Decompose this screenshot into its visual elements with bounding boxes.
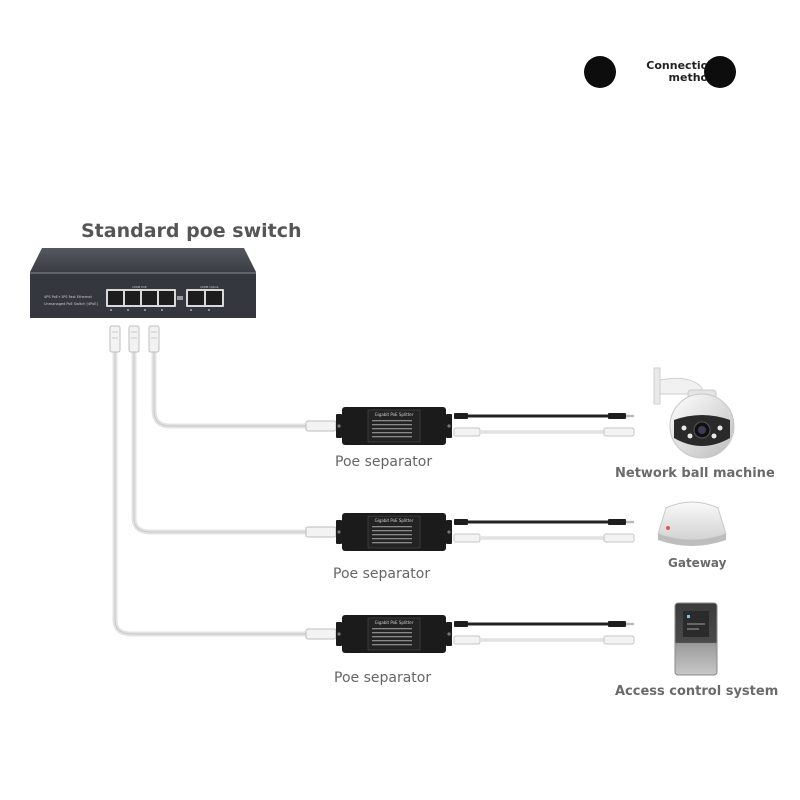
- input-rj45-plug: [305, 526, 337, 538]
- separator-label-3: Poe separator: [334, 670, 432, 686]
- connection-method-header: Connection method: [576, 52, 746, 92]
- cable-row-1: [151, 349, 315, 429]
- output-rj45-plug-right: [603, 533, 635, 543]
- splitter-top-label: Gigabit PoE Splitter: [375, 412, 414, 417]
- dc-plug-left: [454, 621, 468, 627]
- switch-poe-group-label: 100M PoE: [132, 285, 147, 289]
- output-rj45-plug-right: [603, 427, 635, 437]
- output-rj45-plug-left: [453, 427, 481, 437]
- dc-plug-left: [454, 519, 468, 525]
- poe-splitter: Gigabit PoE Splitter: [336, 407, 452, 445]
- switch-label-line-1: 4PS PoE+1PS Fast Ethernet: [44, 295, 92, 299]
- splitter-top-label: Gigabit PoE Splitter: [375, 518, 414, 523]
- switch-port: [125, 291, 140, 305]
- dc-plug-right: [608, 621, 626, 627]
- switch-rj45-plugs: [109, 325, 160, 353]
- separator-label-1: Poe separator: [335, 454, 433, 470]
- input-rj45-plug: [305, 628, 337, 640]
- black-dot-icon: [704, 56, 736, 88]
- output-rj45-plug-left: [453, 533, 481, 543]
- input-rj45-plug: [305, 420, 337, 432]
- dome-camera-icon: [653, 367, 735, 459]
- separator-row: Gigabit PoE Splitter: [305, 513, 635, 551]
- output-rj45-plug-right: [603, 635, 635, 645]
- switch-port: [188, 291, 204, 305]
- device-label-gateway: Gateway: [668, 556, 727, 570]
- switch-port: [206, 291, 222, 305]
- switch-port: [108, 291, 123, 305]
- poe-switch: 4PS PoE+1PS Fast Ethernet Unmanaged PoE …: [30, 248, 256, 318]
- dc-plug-right: [608, 519, 626, 525]
- switch-title: Standard poe switch: [81, 220, 302, 242]
- header-line-1: Connection: [646, 59, 716, 72]
- switch-port: [159, 291, 174, 305]
- switch-port: [142, 291, 157, 305]
- splitter-top-label: Gigabit PoE Splitter: [375, 620, 414, 625]
- access-panel-icon: [674, 602, 718, 676]
- switch-label-line-2: Unmanaged PoE Switch (4PoE): [44, 302, 98, 306]
- device-label-access: Access control system: [615, 684, 779, 699]
- poe-splitter: Gigabit PoE Splitter: [336, 513, 452, 551]
- dc-plug-left: [454, 413, 468, 419]
- gateway-icon: [657, 501, 727, 546]
- output-rj45-plug-left: [453, 635, 481, 645]
- cable-row-2: [131, 349, 315, 535]
- separator-row: Gigabit PoE Splitter: [305, 615, 635, 653]
- dc-plug-right: [608, 413, 626, 419]
- black-dot-icon: [584, 56, 616, 88]
- poe-splitter: Gigabit PoE Splitter: [336, 615, 452, 653]
- cable-row-3: [112, 349, 315, 637]
- device-label-camera: Network ball machine: [615, 466, 775, 481]
- separator-row: Gigabit PoE Splitter: [305, 407, 635, 445]
- switch-uplink-group-label: 100M Uplink: [200, 285, 219, 289]
- separator-label-2: Poe separator: [333, 566, 431, 582]
- switch-to-separator-cables: [112, 349, 315, 637]
